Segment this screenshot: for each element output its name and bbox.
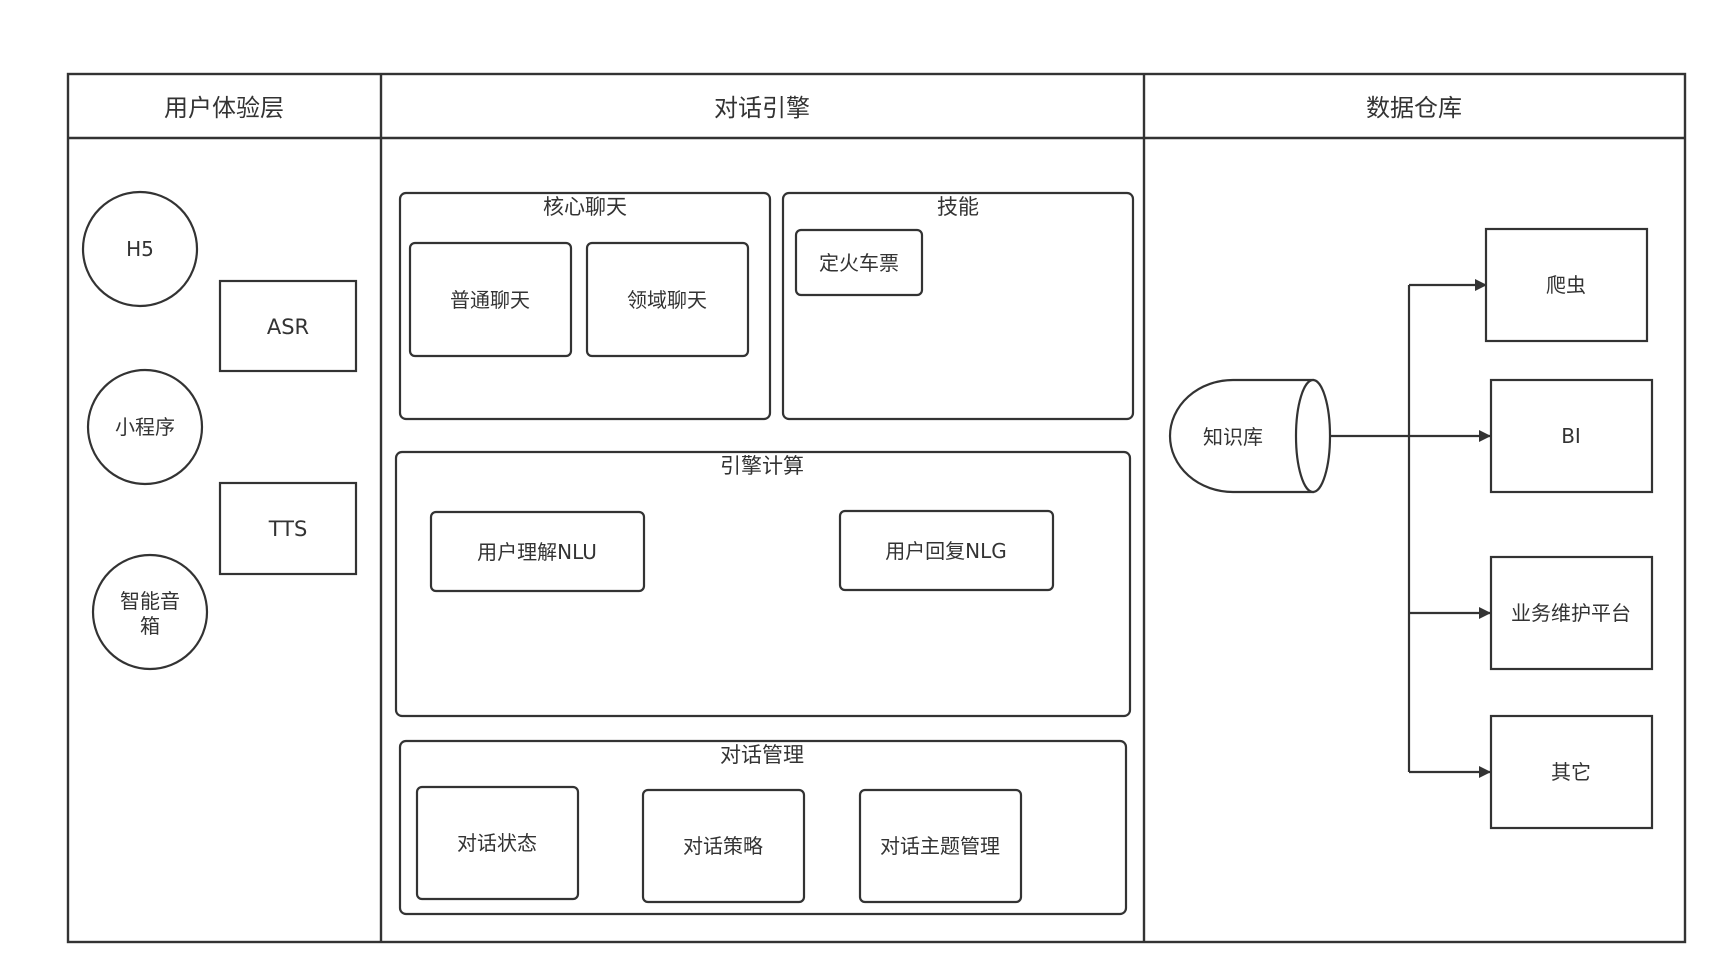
bi-box — [1489, 378, 1654, 494]
business-platform-box — [1489, 555, 1654, 671]
nlu-box — [429, 510, 646, 593]
smart-speaker-node — [91, 553, 209, 671]
dialog-policy-box — [641, 788, 806, 904]
knowledge-base-body — [1168, 378, 1315, 494]
tts-box — [218, 481, 358, 576]
mini-program-node — [86, 368, 204, 486]
data-warehouse-layer: 知识库 爬虫 BI 业务维护平台 其它 — [1168, 227, 1654, 830]
business-platform-label: 业务维护平台 — [1511, 601, 1631, 625]
other-box — [1489, 714, 1654, 830]
crawler-label: 爬虫 — [1546, 273, 1586, 297]
domain-chat-label: 领域聊天 — [627, 288, 707, 312]
bi-label: BI — [1561, 424, 1581, 448]
skills-title: 技能 — [937, 195, 979, 219]
nlg-label: 用户回复NLG — [885, 539, 1007, 563]
nlu-label: 用户理解NLU — [477, 540, 597, 564]
lane-title-data: 数据仓库 — [1366, 94, 1462, 122]
tts-label: TTS — [268, 517, 308, 541]
general-chat-box — [408, 241, 573, 358]
knowledge-base-label: 知识库 — [1203, 425, 1263, 449]
asr-box — [218, 279, 358, 373]
lane-title-ux: 用户体验层 — [164, 94, 284, 122]
ux-layer: H5 小程序 智能音 箱 ASR TTS — [81, 190, 358, 671]
smart-speaker-label-line1: 智能音 — [120, 589, 180, 613]
dialog-topic-label: 对话主题管理 — [880, 834, 1000, 858]
crawler-box — [1484, 227, 1649, 343]
skills-group — [781, 191, 1135, 421]
nlg-box — [838, 509, 1055, 592]
knowledge-base-cap — [1294, 378, 1332, 494]
h5-label: H5 — [126, 237, 154, 261]
dialog-state-box — [415, 785, 580, 901]
asr-label: ASR — [267, 315, 309, 339]
train-ticket-label: 定火车票 — [819, 251, 899, 275]
outer-frame — [66, 72, 1687, 944]
dialog-management-title: 对话管理 — [720, 743, 804, 767]
dialog-policy-label: 对话策略 — [683, 834, 763, 858]
dialog-topic-box — [858, 788, 1023, 904]
domain-chat-box — [585, 241, 750, 358]
dialog-state-label: 对话状态 — [457, 831, 537, 855]
lane-title-engine: 对话引擎 — [714, 94, 810, 122]
engine-layer: 核心聊天 普通聊天 领域聊天 技能 定火车票 引擎计算 用户理解NLU 用户回复… — [394, 191, 1135, 916]
other-label: 其它 — [1551, 760, 1591, 784]
core-chat-title: 核心聊天 — [543, 195, 627, 219]
general-chat-label: 普通聊天 — [450, 288, 530, 312]
swimlane-frame — [66, 72, 1687, 944]
smart-speaker-label-line2: 箱 — [140, 614, 160, 638]
h5-node — [81, 190, 199, 308]
mini-program-label: 小程序 — [115, 415, 175, 439]
engine-compute-title: 引擎计算 — [720, 454, 804, 478]
train-ticket-box — [794, 228, 924, 297]
